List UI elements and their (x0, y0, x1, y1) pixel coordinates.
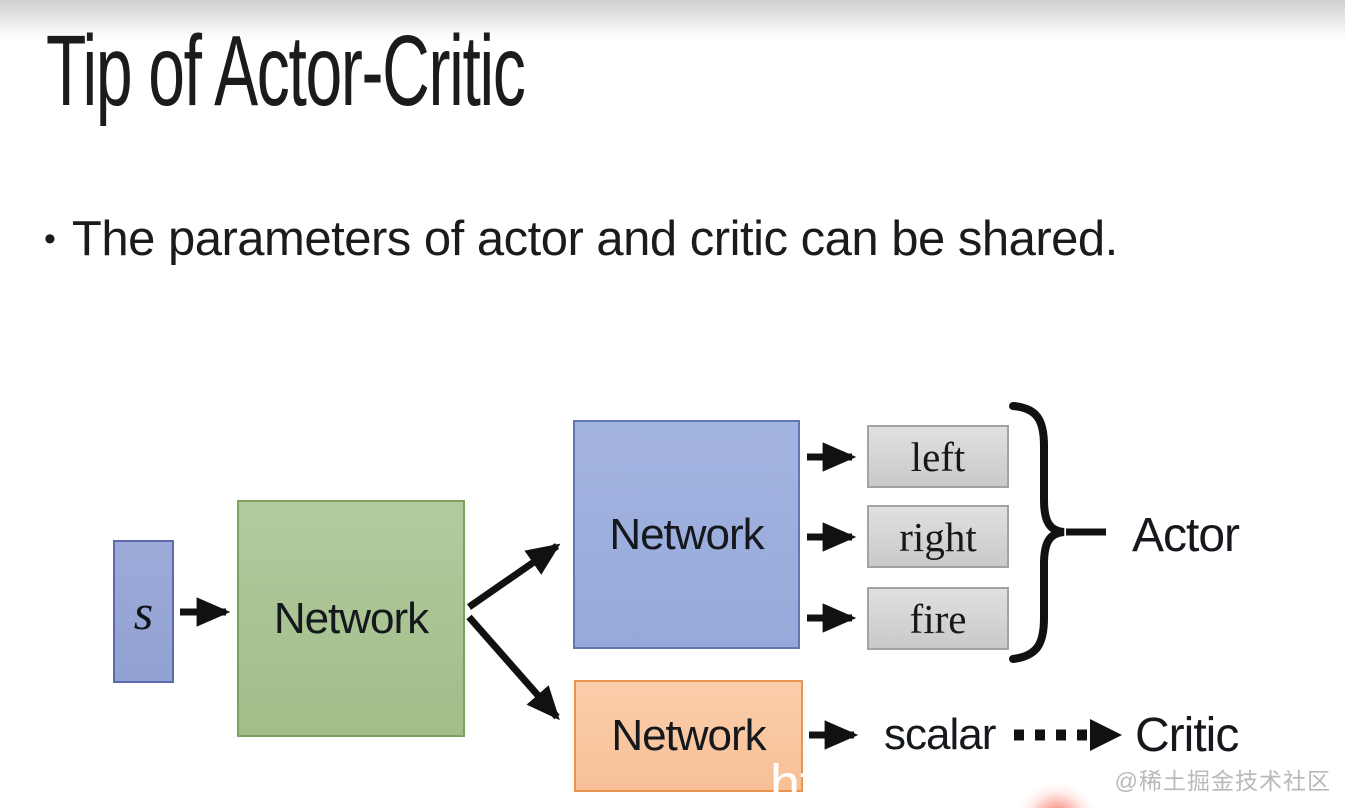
bullet-marker: • (44, 220, 56, 258)
laser-pointer-dot (1005, 776, 1109, 808)
action-label-fire: fire (909, 595, 967, 642)
critic-network-label: Network (611, 711, 766, 760)
action-label-left: left (910, 433, 966, 480)
actor-brace (1009, 402, 1065, 663)
watermark-partial-url: ht (770, 754, 816, 808)
shared-network-box: Network (237, 500, 465, 737)
critic-network-box: Network (574, 680, 803, 792)
top-gradient-band (0, 0, 1345, 42)
critic-group-label: Critic (1135, 709, 1239, 762)
action-box-right: right (867, 505, 1009, 568)
action-box-left: left (867, 425, 1009, 488)
arrow-shared-to-actor-network (467, 543, 561, 610)
state-label: s (133, 583, 154, 640)
action-label-right: right (899, 513, 977, 560)
watermark-community: @稀土掘金技术社区 (1114, 768, 1331, 794)
bullet-text: The parameters of actor and critic can b… (71, 212, 1118, 266)
shared-network-label: Network (273, 593, 429, 643)
actor-network-box: Network (573, 420, 800, 649)
arrow-shared-to-critic-network (466, 614, 560, 721)
dotted-arrow-head (1090, 719, 1122, 751)
actor-network-label: Network (609, 509, 764, 559)
actor-group-label: Actor (1132, 509, 1240, 562)
scalar-output-label: scalar (884, 710, 996, 759)
bullet-item: • The parameters of actor and critic can… (44, 203, 1174, 275)
page-title: Tip of Actor-Critic (46, 15, 526, 127)
action-box-fire: fire (867, 587, 1009, 650)
state-input-box: s (113, 540, 174, 683)
